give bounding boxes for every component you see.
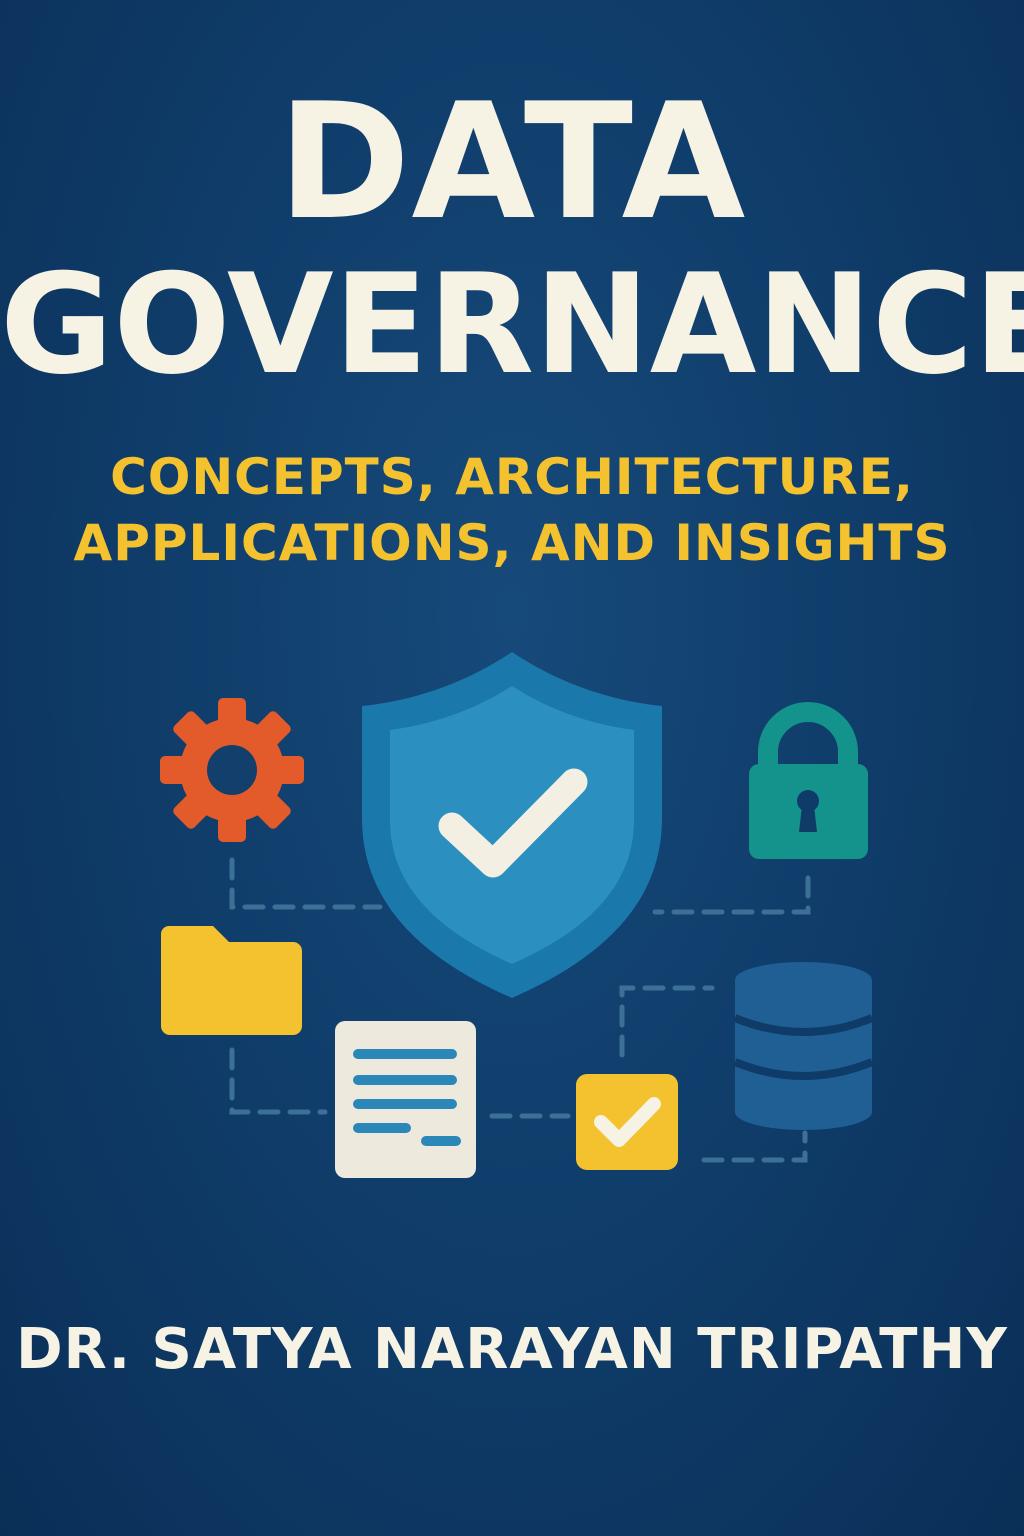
connector-folder-document bbox=[229, 1047, 328, 1115]
folder-icon bbox=[161, 926, 302, 1035]
subtitle-line-1: CONCEPTS, ARCHITECTURE, bbox=[110, 448, 914, 506]
author-name: DR. SATYA NARAYAN TRIPATHY bbox=[16, 1317, 1008, 1382]
checkbox-icon bbox=[576, 1074, 678, 1170]
database-icon bbox=[735, 962, 872, 1130]
gear-icon bbox=[160, 698, 304, 842]
connector-lines bbox=[229, 857, 811, 1163]
connector-shield-database bbox=[619, 985, 715, 1058]
connector-gear-shield bbox=[229, 857, 383, 910]
shield-check-icon bbox=[362, 652, 662, 998]
connector-lock-shield bbox=[652, 875, 811, 915]
connector-checkbox-database bbox=[701, 1130, 808, 1163]
database-bands bbox=[733, 1014, 874, 1080]
document-icon bbox=[335, 1021, 476, 1178]
title-line-1: DATA bbox=[277, 68, 747, 255]
subtitle-line-2: APPLICATIONS, AND INSIGHTS bbox=[73, 514, 951, 572]
title-line-2: GOVERNANCE bbox=[0, 244, 1024, 405]
lock-icon bbox=[749, 702, 868, 859]
